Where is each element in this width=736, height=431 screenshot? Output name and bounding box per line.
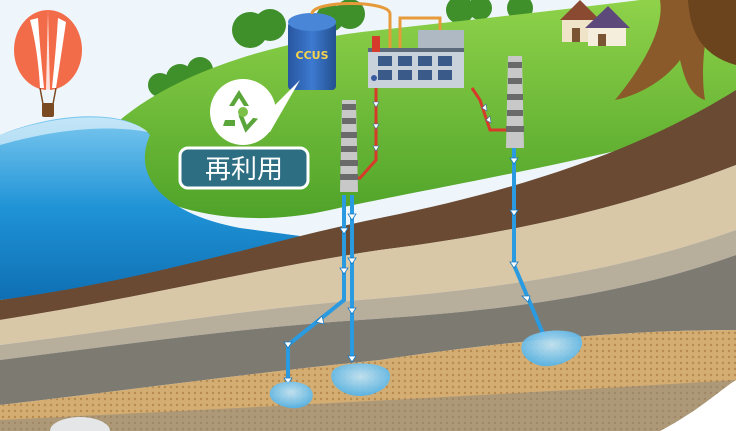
sea (0, 116, 300, 300)
white-corner (660, 380, 736, 431)
hot-air-balloon-icon (14, 10, 82, 117)
ccus-label: CCUS (296, 49, 329, 62)
co2-injection-flow (286, 148, 546, 382)
house-icon (560, 0, 630, 46)
rock-layer-light (0, 230, 736, 360)
rock-layer-gray (0, 255, 736, 405)
chimney-icon (506, 56, 524, 148)
connection-pipes (310, 2, 442, 50)
factory-icon (368, 30, 464, 88)
sea-foam (0, 117, 148, 145)
white-rock (50, 417, 110, 431)
reuse-label-box (178, 146, 310, 190)
soil-dark-layer (0, 90, 736, 320)
co2-storage-plumes (269, 330, 583, 409)
ccus-tank: CCUS (288, 13, 336, 90)
rock-layer-bottom (0, 380, 736, 431)
chimney-icon (340, 100, 358, 192)
reuse-label: 再利用 (205, 155, 283, 185)
pipe-arrows (372, 101, 492, 152)
reuse-callout: 再利用 (178, 79, 310, 190)
flow-arrows (283, 157, 531, 385)
background-trees (148, 0, 533, 97)
rock-layer-tan (0, 165, 736, 345)
tree-icon (615, 0, 736, 100)
